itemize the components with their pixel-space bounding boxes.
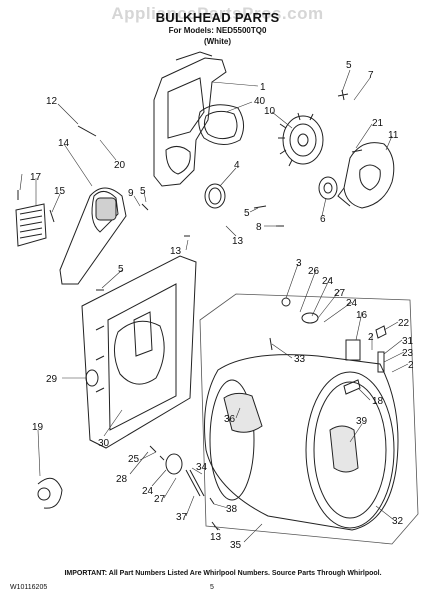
gasket — [198, 104, 244, 145]
callout-34: 34 — [196, 462, 208, 473]
terminal-block — [15, 203, 47, 247]
watermark: AppliancePartsPros.com — [111, 4, 324, 23]
page-number: 5 — [210, 584, 214, 591]
callout-2-lower: 2 — [408, 360, 414, 371]
callout-21: 21 — [372, 118, 384, 129]
callout-22: 22 — [398, 318, 410, 329]
callout-23: 23 — [402, 348, 414, 359]
callout-28: 28 — [116, 474, 128, 485]
callout-25: 25 — [128, 454, 140, 465]
callout-1: 1 — [260, 82, 266, 93]
small-hardware — [37, 297, 387, 509]
callout-3: 3 — [296, 258, 302, 269]
callout-36: 36 — [224, 414, 236, 425]
callout-35: 35 — [230, 540, 242, 551]
callout-8: 8 — [256, 222, 262, 233]
callout-32: 32 — [392, 516, 404, 527]
model-line: For Models: NED5500TQ0 — [168, 26, 267, 35]
callout-10: 10 — [264, 106, 276, 117]
callout-27-upper: 27 — [334, 288, 346, 299]
callout-16: 16 — [356, 310, 368, 321]
rear-duct — [153, 51, 227, 187]
callout-27-lower: 27 — [154, 494, 166, 505]
front-bulkhead-panel — [81, 255, 197, 449]
callout-18: 18 — [372, 396, 384, 407]
callout-33: 33 — [294, 354, 306, 365]
callout-24-upper: 24 — [322, 276, 334, 287]
callout-14: 14 — [58, 138, 70, 149]
heater-housing — [59, 187, 127, 285]
color-line: (White) — [203, 37, 232, 46]
callout-20: 20 — [114, 160, 126, 171]
callout-29: 29 — [46, 374, 58, 385]
callout-6: 6 — [320, 214, 326, 225]
callout-19: 19 — [32, 422, 44, 433]
callout-17: 17 — [30, 172, 42, 183]
leader-lines — [19, 69, 409, 543]
callout-13-mid: 13 — [232, 236, 244, 247]
callout-5-panel: 5 — [118, 264, 124, 275]
callout-24-right: 24 — [346, 298, 358, 309]
callout-2-upper: 2 — [368, 332, 374, 343]
callout-12: 12 — [46, 96, 58, 107]
callout-38: 38 — [226, 504, 238, 515]
callout-15: 15 — [54, 186, 66, 197]
page-title: BULKHEAD PARTS — [155, 10, 280, 25]
callout-5-mid: 5 — [244, 208, 250, 219]
callout-13-lower: 13 — [210, 532, 222, 543]
callout-13-upper: 13 — [170, 246, 182, 257]
callouts: 1 40 5 7 10 21 11 4 6 5 13 8 12 20 14 17… — [30, 60, 414, 551]
callout-30: 30 — [98, 438, 110, 449]
callout-39: 39 — [356, 416, 368, 427]
callout-4: 4 — [234, 160, 240, 171]
bearing-seal — [318, 176, 338, 200]
document-id: W10116205 — [10, 584, 48, 591]
blower-housing — [337, 142, 395, 209]
callout-11: 11 — [388, 130, 399, 141]
callout-5-left: 5 — [140, 186, 146, 197]
callout-37: 37 — [176, 512, 188, 523]
callout-40: 40 — [254, 96, 266, 107]
blower-wheel — [278, 112, 324, 167]
callout-7: 7 — [368, 70, 374, 81]
callout-24-lower: 24 — [142, 486, 154, 497]
footer-note: IMPORTANT: All Part Numbers Listed Are W… — [64, 570, 382, 577]
callout-5-top: 5 — [346, 60, 352, 71]
callout-26: 26 — [308, 266, 320, 277]
drum — [204, 354, 399, 531]
seal-ring — [204, 183, 226, 209]
callout-9: 9 — [128, 188, 134, 199]
callout-31: 31 — [402, 336, 414, 347]
